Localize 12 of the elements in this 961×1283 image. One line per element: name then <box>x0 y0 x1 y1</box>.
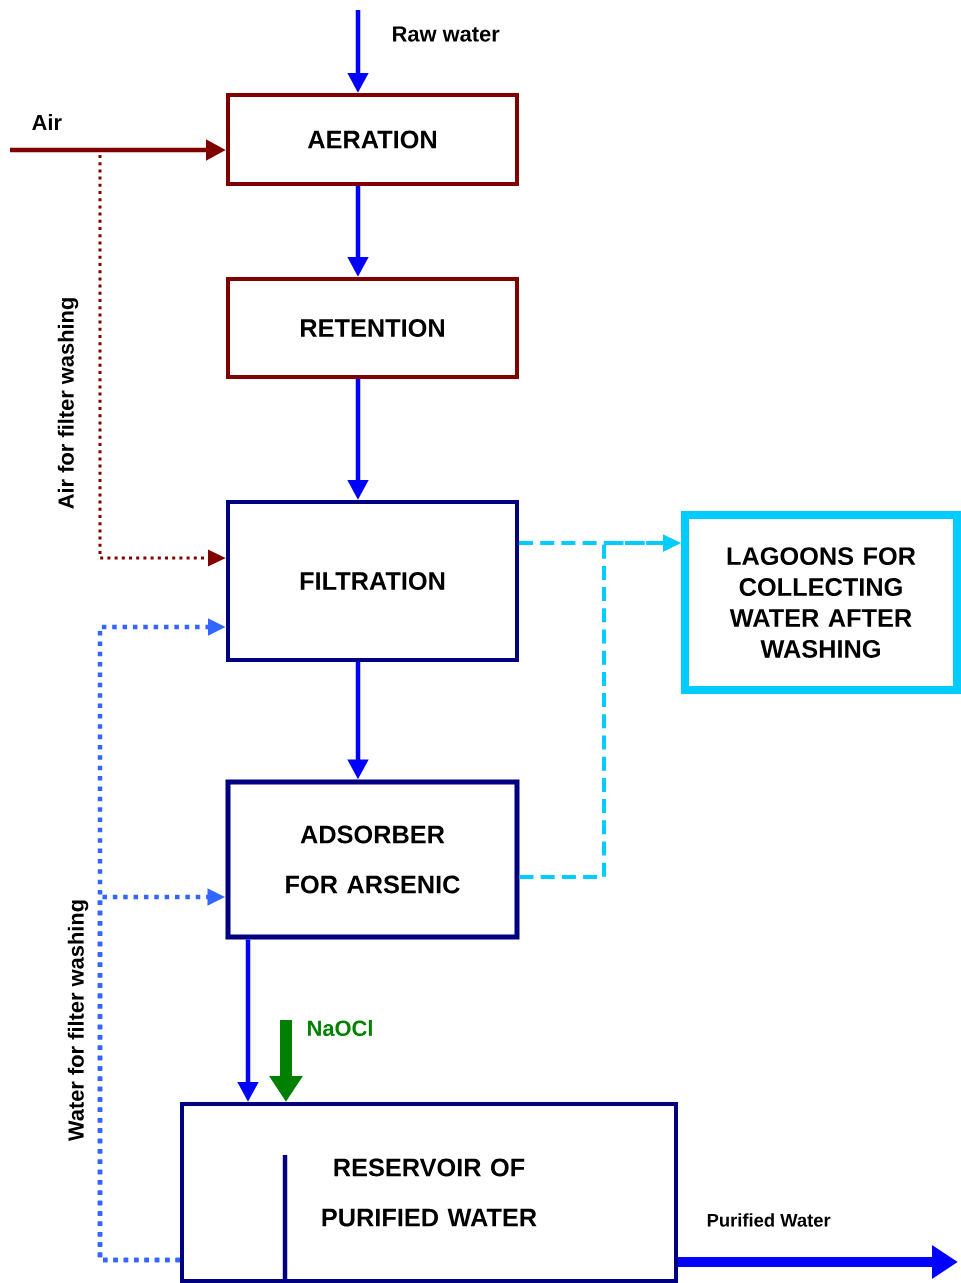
lagoon-box: LAGOONS FOR COLLECTING WATER AFTER WASHING <box>681 511 961 694</box>
edge-label: Raw water <box>393 26 500 42</box>
process-box: RETENTION <box>226 277 519 379</box>
edge-label: NaOCl <box>308 1019 372 1037</box>
reservoir-box: RESERVOIR OF PURIFIED WATER <box>180 1102 678 1283</box>
process-box: AERATION <box>226 93 519 186</box>
edge-label: Air for filter washing <box>57 298 79 509</box>
process-box: FILTRATION <box>226 500 519 662</box>
edge-label: Water for filter washing <box>67 900 89 1142</box>
edge-label: Purified Water <box>707 1213 831 1227</box>
process-box: ADSORBER FOR ARSENIC <box>225 779 520 940</box>
edge-label: Air <box>32 114 62 130</box>
